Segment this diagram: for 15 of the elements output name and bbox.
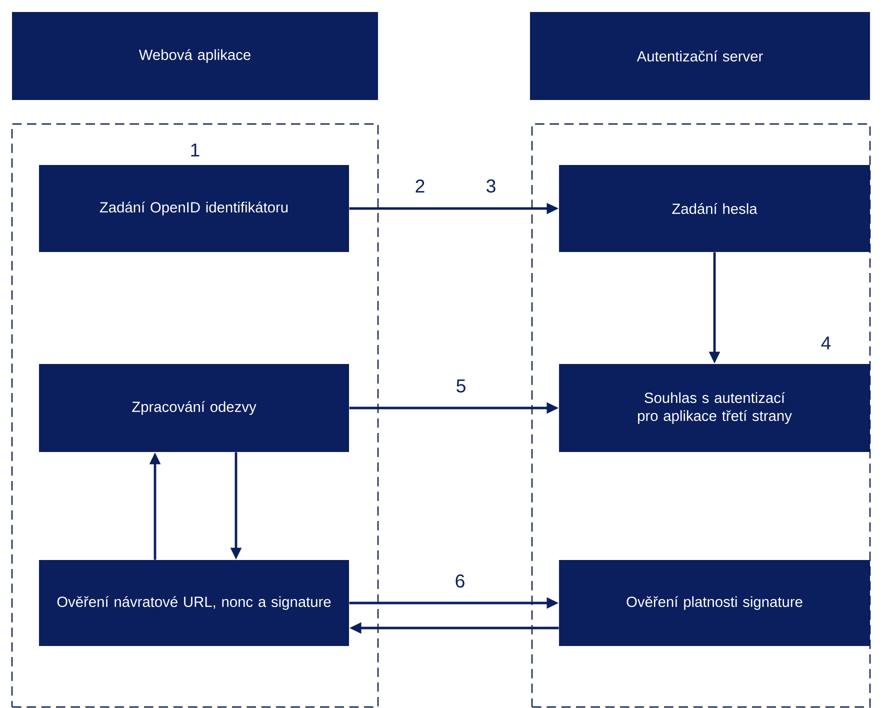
step-number: 1 (191, 144, 200, 156)
process-box: Zpracování odezvy (39, 364, 349, 452)
step-number: 5 (456, 380, 466, 393)
dashed-container (531, 123, 871, 708)
step-number: 2 (416, 179, 424, 193)
header-box: Webová aplikace (12, 12, 378, 100)
process-box: Ověření návratové URL, nonc a signature (39, 560, 349, 646)
process-box: Zadání hesla (559, 165, 870, 252)
process-box: Souhlas s autentizací pro aplikace třetí strany (559, 364, 870, 452)
header-box: Autentizační server (530, 12, 870, 100)
process-box: Ověření platnosti signature (559, 560, 870, 646)
dashed-container (11, 123, 379, 708)
step-number: 6 (456, 574, 464, 588)
step-number: 3 (486, 179, 496, 193)
process-box: Zadání OpenID identifikátoru (39, 165, 349, 252)
